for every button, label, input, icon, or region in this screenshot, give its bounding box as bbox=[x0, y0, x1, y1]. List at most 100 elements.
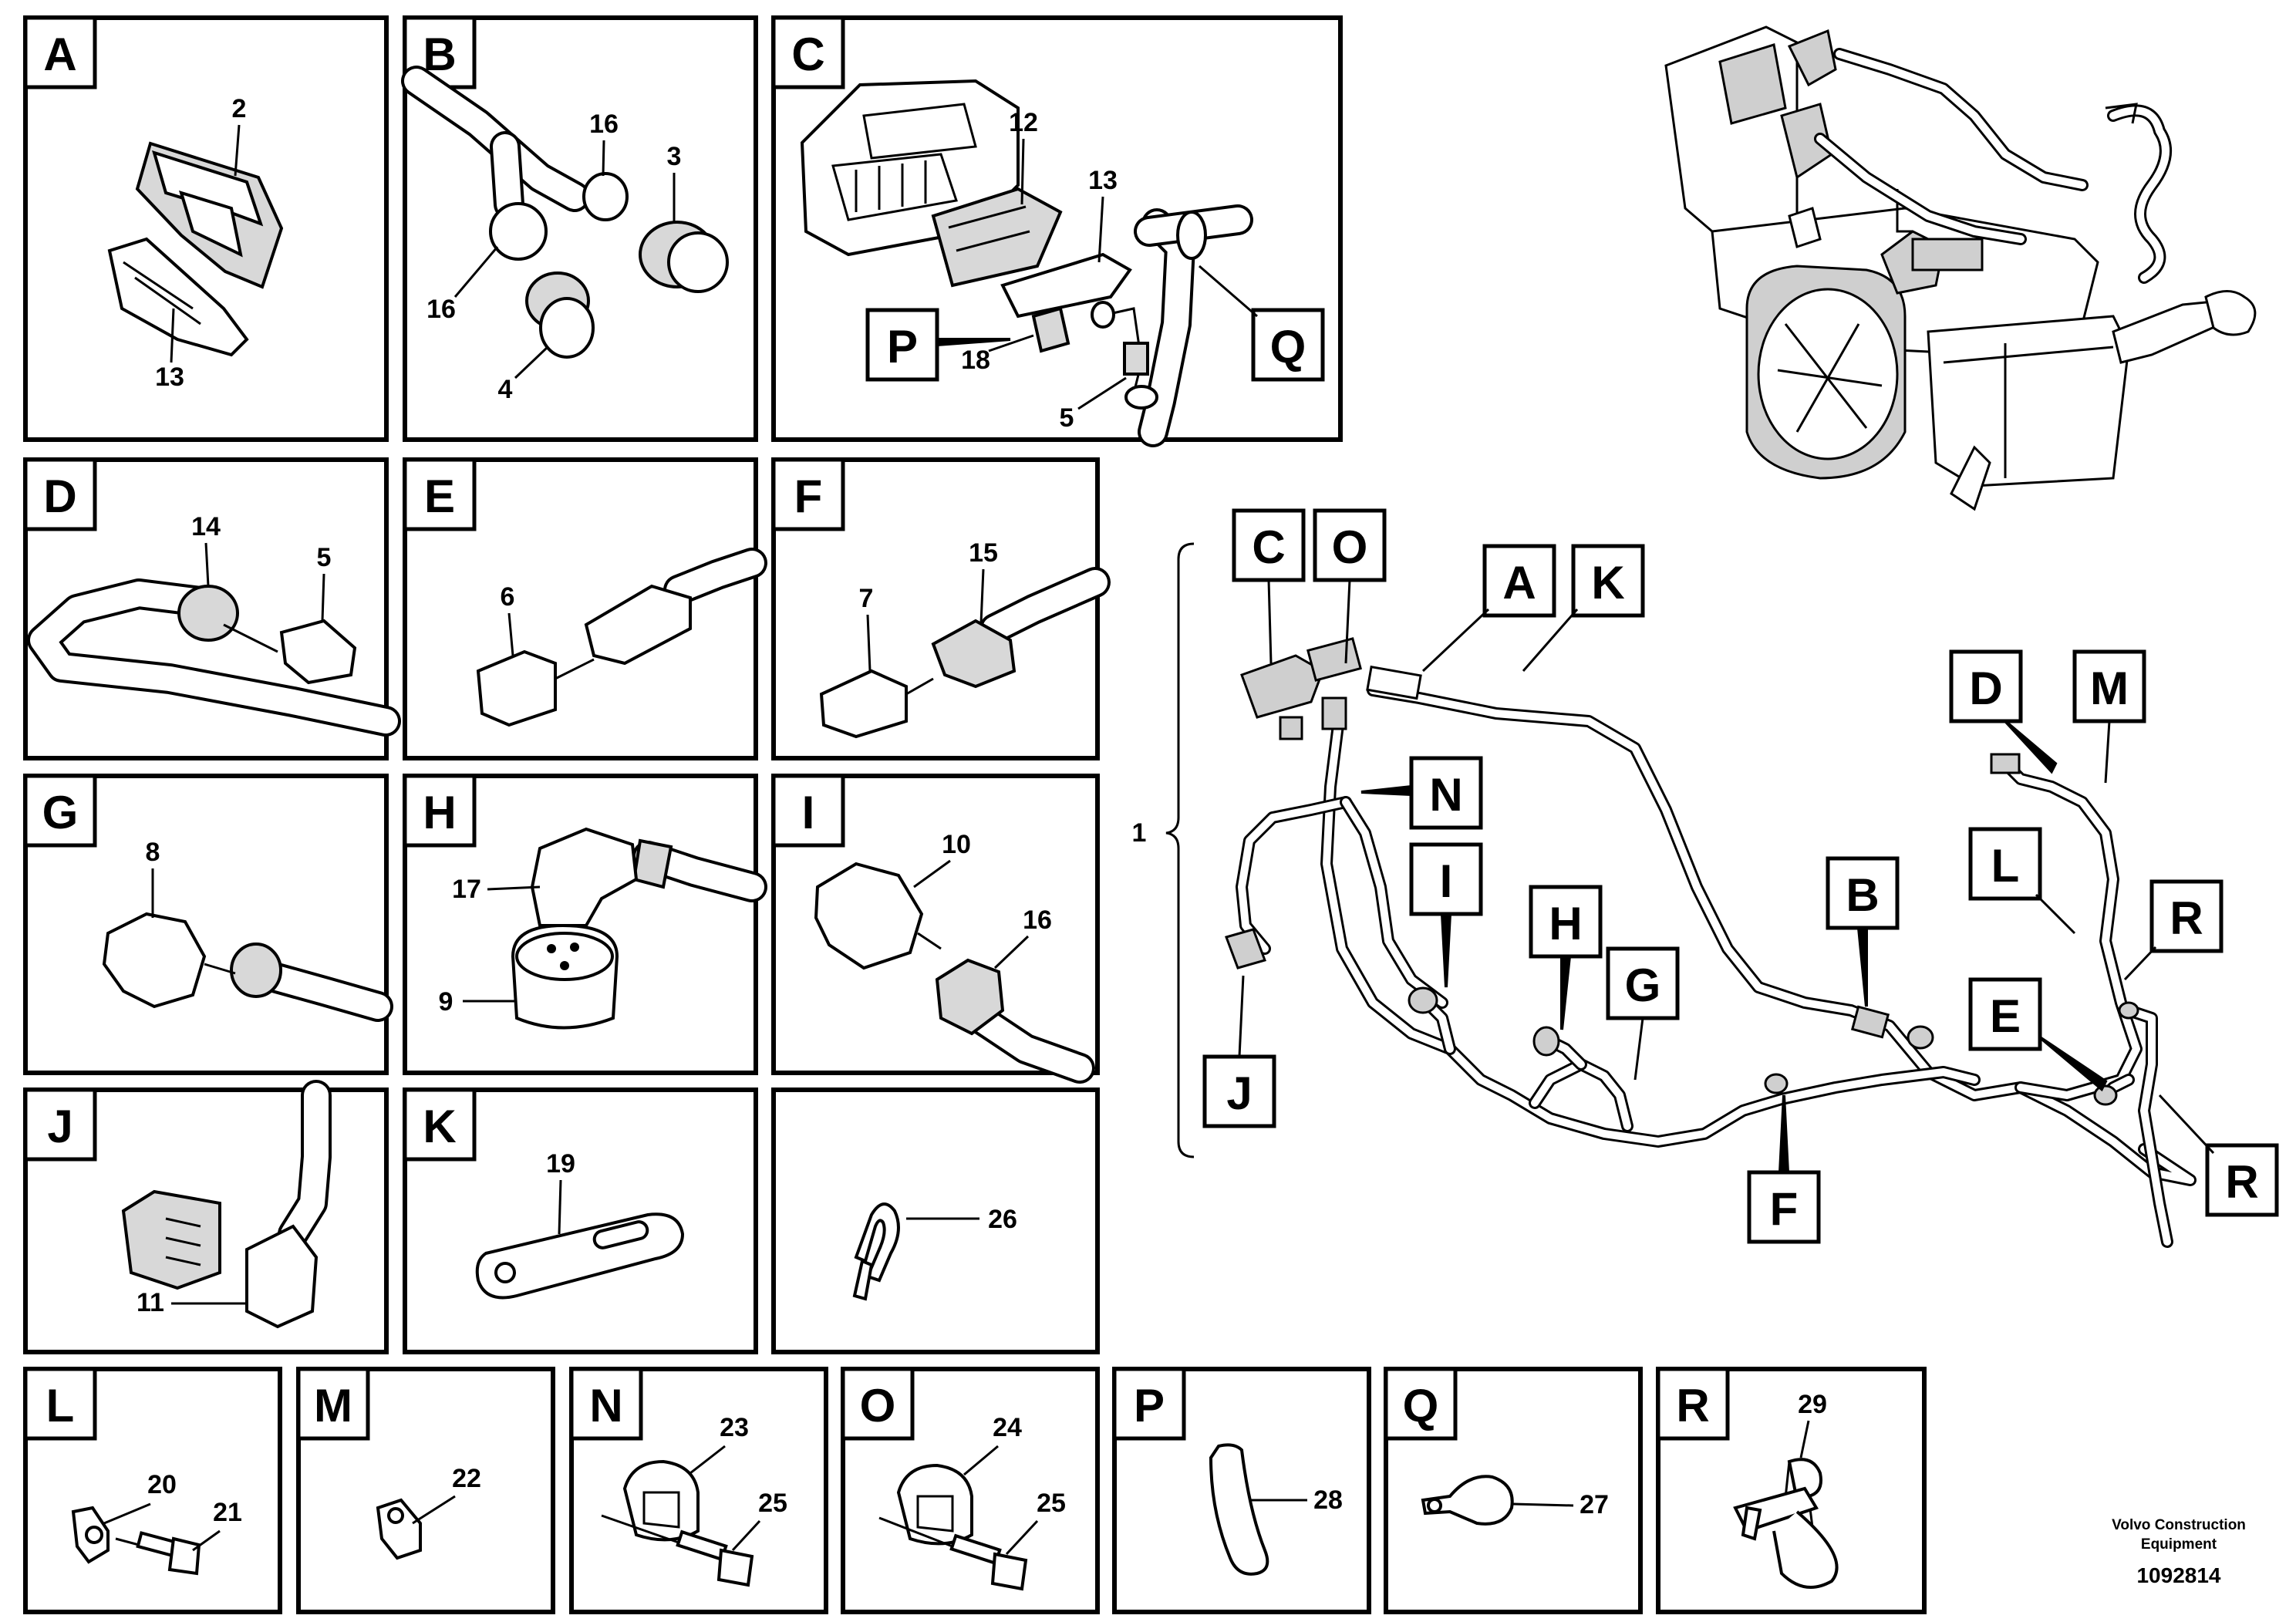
panel-c-boot bbox=[1000, 252, 1132, 319]
item-label: 23 bbox=[720, 1413, 749, 1442]
footer-credit: Volvo Construction Equipment 1092814 bbox=[2112, 1517, 2246, 1587]
callout-r-lower: R bbox=[2225, 1156, 2258, 1208]
panel-i-connector bbox=[814, 862, 1095, 1084]
panel-c-tag: C bbox=[791, 29, 824, 80]
panel-r-tie-mount bbox=[1733, 1458, 1839, 1589]
panel-d: D 14 5 bbox=[23, 457, 401, 760]
item-label: 6 bbox=[501, 582, 515, 612]
assembly-bracket: 1 bbox=[1132, 542, 1195, 1158]
item-label: 13 bbox=[155, 363, 184, 392]
panel-r: R 29 bbox=[1656, 1367, 1927, 1614]
panel-c-connector-18 bbox=[1031, 306, 1070, 353]
callout-m: M bbox=[2090, 663, 2129, 714]
item-label: 17 bbox=[452, 875, 481, 904]
item-label: 13 bbox=[1088, 166, 1118, 195]
panel-cable-tie: 26 bbox=[771, 1088, 1100, 1354]
item-label: 15 bbox=[969, 538, 998, 568]
panel-b: B 16 3 16 4 bbox=[401, 15, 758, 442]
panel-o: O 24 25 bbox=[841, 1367, 1100, 1614]
company-line-1: Volvo Construction bbox=[2112, 1517, 2246, 1533]
item-label: 16 bbox=[589, 110, 619, 139]
panel-l: L 20 21 bbox=[23, 1367, 282, 1614]
panel-q-tag: Q bbox=[1403, 1380, 1439, 1431]
panel-c-connector-12 bbox=[931, 187, 1063, 288]
callout-c: C bbox=[1252, 521, 1285, 573]
panel-p: P 28 bbox=[1112, 1367, 1371, 1614]
item-label: 24 bbox=[993, 1413, 1022, 1442]
panel-p-tag: P bbox=[1134, 1380, 1165, 1431]
panel-f-connectors bbox=[819, 567, 1111, 739]
panel-d-harness bbox=[27, 578, 401, 737]
panel-k-tag: K bbox=[423, 1101, 456, 1152]
callout-d: D bbox=[1969, 663, 2002, 714]
panel-r-tag: R bbox=[1676, 1380, 1709, 1431]
item-label: 10 bbox=[942, 830, 971, 859]
panel-i-tag: I bbox=[802, 787, 815, 838]
panel-q-p-clamp bbox=[1421, 1475, 1514, 1526]
callout-q: Q bbox=[1270, 321, 1306, 373]
panel-m-clip bbox=[376, 1498, 422, 1560]
panel-i: I 10 16 bbox=[771, 774, 1100, 1084]
item-label: 27 bbox=[1580, 1490, 1609, 1519]
harness-assembly bbox=[1225, 637, 2197, 1248]
item-label: 29 bbox=[1798, 1390, 1827, 1419]
item-label: 7 bbox=[859, 584, 874, 613]
callout-k: K bbox=[1591, 557, 1624, 609]
item-label: 12 bbox=[1009, 108, 1038, 137]
panel-a: A 2 13 bbox=[23, 15, 389, 442]
item-label: 5 bbox=[317, 543, 332, 572]
panel-l-tag: L bbox=[46, 1380, 75, 1431]
item-label: 11 bbox=[137, 1288, 164, 1317]
document-number: 1092814 bbox=[2136, 1563, 2220, 1587]
panel-b-hose-fittings bbox=[401, 66, 729, 359]
item-label: 25 bbox=[758, 1489, 787, 1518]
panel-o-tag: O bbox=[860, 1380, 896, 1431]
machine-overview-illustration bbox=[1664, 25, 2257, 511]
callout-b: B bbox=[1846, 869, 1879, 921]
item-label: 25 bbox=[1037, 1489, 1066, 1518]
callout-h: H bbox=[1549, 898, 1582, 949]
item-label: 3 bbox=[667, 142, 682, 171]
panel-e-connector bbox=[476, 548, 767, 727]
callout-p: P bbox=[887, 321, 918, 373]
panel-o-clamp-bolt bbox=[878, 1463, 1028, 1591]
item-label: 28 bbox=[1313, 1485, 1343, 1515]
panel-q: Q 27 bbox=[1384, 1367, 1643, 1614]
item-label: 4 bbox=[498, 375, 513, 404]
panel-g-tag: G bbox=[42, 787, 79, 838]
callout-e: E bbox=[1990, 990, 2021, 1042]
callout-n: N bbox=[1429, 769, 1462, 821]
panel-j: J 11 bbox=[23, 1080, 389, 1354]
panel-h-tag: H bbox=[423, 787, 456, 838]
company-line-2: Equipment bbox=[2141, 1536, 2217, 1553]
item-label: 18 bbox=[961, 346, 990, 375]
item-label: 19 bbox=[546, 1149, 575, 1179]
panel-a-connector bbox=[107, 141, 284, 357]
panel-k-bracket bbox=[475, 1212, 685, 1300]
panel-l-clip-bolt bbox=[71, 1506, 201, 1576]
callout-a: A bbox=[1502, 557, 1536, 609]
panel-f-tag: F bbox=[794, 470, 823, 522]
panel-a-tag: A bbox=[43, 29, 76, 80]
panel-j-tag: J bbox=[47, 1101, 72, 1152]
panel-m-tag: M bbox=[314, 1380, 352, 1431]
callout-i: I bbox=[1440, 855, 1453, 907]
item-label: 16 bbox=[426, 295, 456, 324]
item-label: 8 bbox=[146, 838, 160, 867]
callout-g: G bbox=[1625, 959, 1661, 1011]
panel-g: G 8 bbox=[23, 774, 393, 1075]
item-label: 26 bbox=[988, 1205, 1017, 1234]
panel-h: H 17 9 bbox=[403, 774, 767, 1075]
callout-j: J bbox=[1226, 1067, 1252, 1119]
item-label: 21 bbox=[213, 1498, 242, 1527]
panel-n-clamp-bolt bbox=[601, 1459, 754, 1587]
panel-j-connector bbox=[121, 1080, 332, 1329]
panel-n-tag: N bbox=[589, 1380, 622, 1431]
item-label: 14 bbox=[191, 512, 221, 541]
callout-o: O bbox=[1332, 521, 1368, 573]
panel-e: E 6 bbox=[403, 457, 767, 760]
cable-tie bbox=[852, 1202, 900, 1301]
item-label: 20 bbox=[147, 1470, 177, 1499]
panel-m: M 22 bbox=[296, 1367, 555, 1614]
